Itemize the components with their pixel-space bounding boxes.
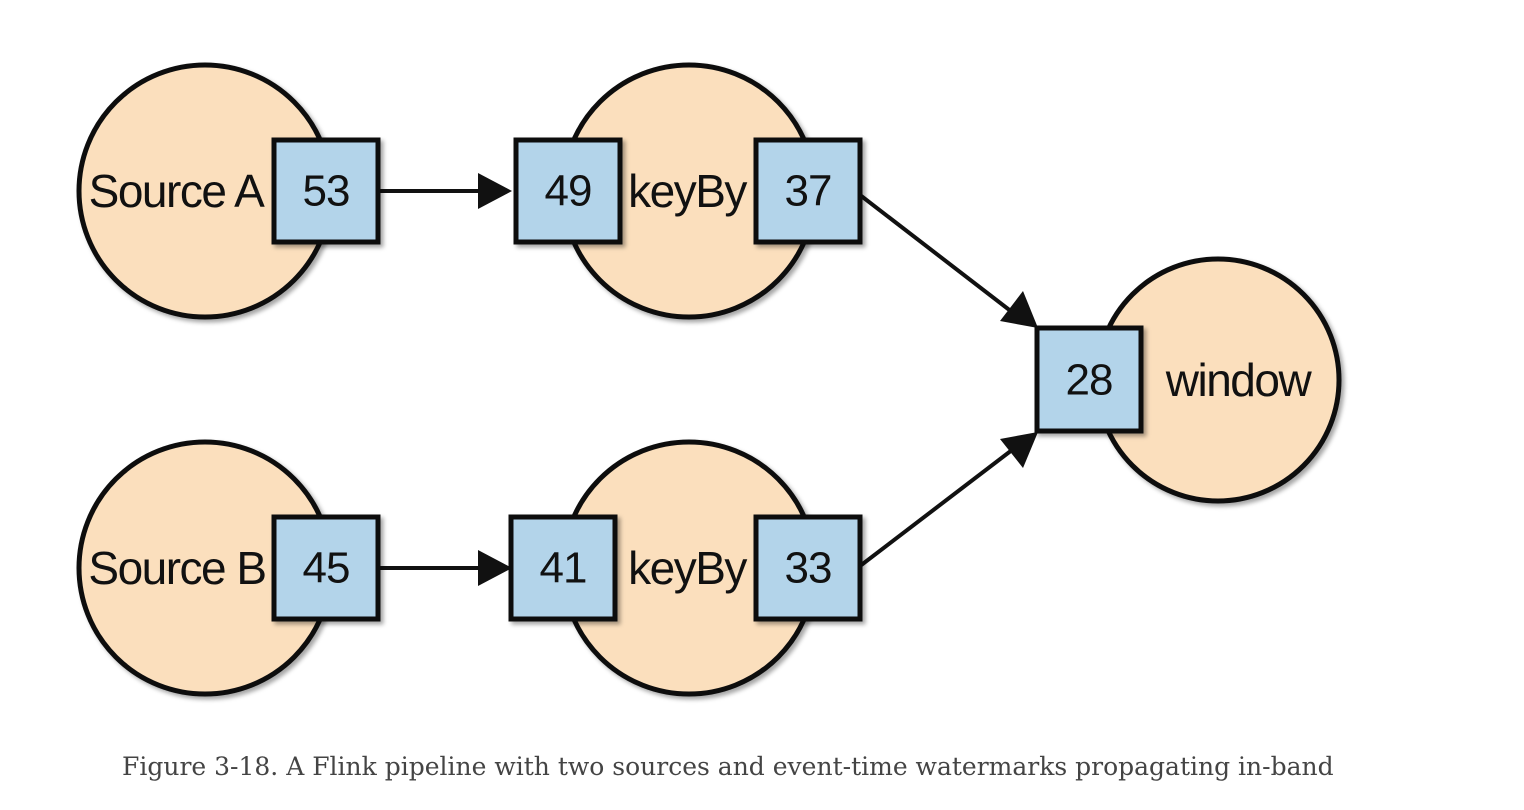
- source-b-label: Source B: [88, 542, 265, 594]
- arrowhead-source-b-to-keyby-bottom: [478, 550, 512, 586]
- figure-caption: Figure 3-18. A Flink pipeline with two s…: [122, 752, 1334, 781]
- arrowhead-source-a-to-keyby-top: [478, 173, 512, 209]
- keyby-top-output-watermark-box: [753, 137, 863, 245]
- edge-keyby-bottom-to-window: [858, 448, 1014, 568]
- keyby-bottom-input-watermark-box: [508, 514, 618, 622]
- source-a-watermark-box: [271, 137, 381, 245]
- edge-keyby-top-to-window: [858, 193, 1014, 314]
- keyby-top-output-watermark-value: 37: [785, 167, 832, 216]
- window-label: window: [1165, 354, 1313, 406]
- keyby-top-input-watermark-box: [513, 137, 623, 245]
- arrowhead-keyby-bottom-to-window: [1000, 432, 1038, 468]
- window-watermark-value: 28: [1066, 356, 1113, 405]
- keyby-bottom-output-watermark-box: [753, 514, 863, 622]
- keyby-top-input-watermark-value: 49: [545, 167, 592, 216]
- keyby-bottom-output-watermark-value: 33: [785, 544, 832, 593]
- keyby-bottom-label: keyBy: [628, 542, 747, 594]
- source-b-watermark-value: 45: [303, 544, 350, 593]
- arrowhead-keyby-top-to-window: [1000, 291, 1038, 328]
- source-a-watermark-value: 53: [303, 167, 350, 216]
- source-a-label: Source A: [89, 165, 265, 217]
- keyby-bottom-input-watermark-value: 41: [540, 544, 587, 593]
- keyby-top-label: keyBy: [628, 165, 747, 217]
- source-b-watermark-box: [271, 514, 381, 622]
- window-watermark-box: [1034, 325, 1144, 434]
